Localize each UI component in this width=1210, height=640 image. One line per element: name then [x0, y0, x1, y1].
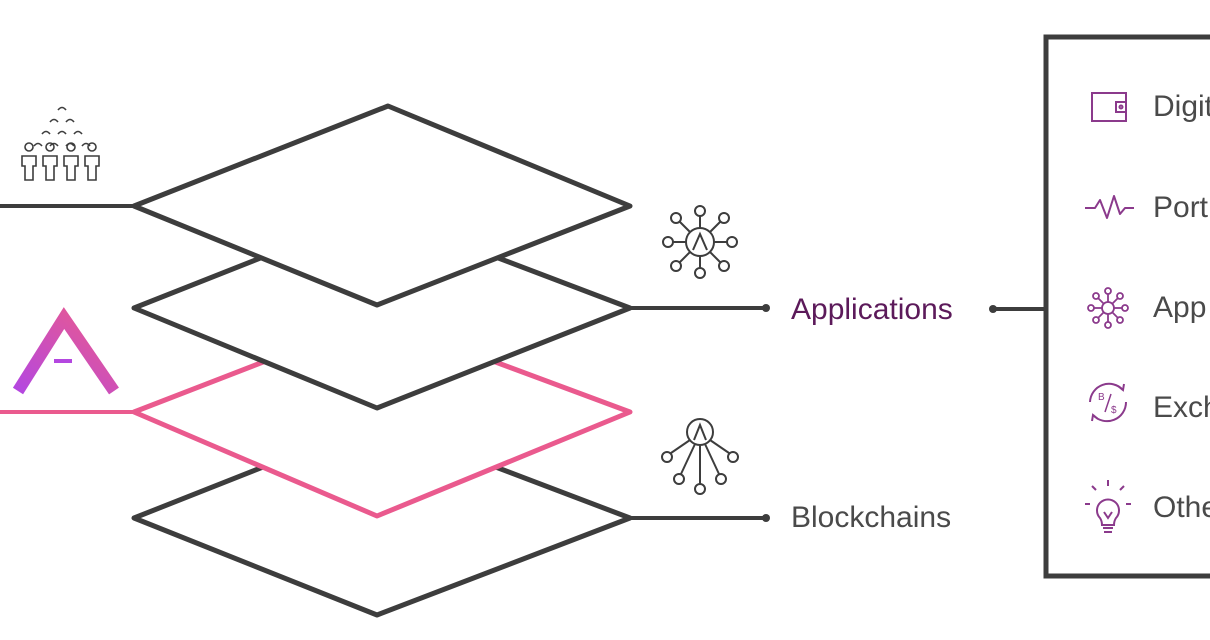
applications-layer — [131, 209, 633, 411]
users-layer — [131, 103, 633, 308]
blockchains-connector-dot — [762, 514, 770, 522]
panel-item-exchange: Exch — [1153, 391, 1210, 424]
a-logo-icon — [12, 307, 119, 395]
panel-item-applications: App — [1153, 291, 1207, 324]
panel-item-portfolio: Port — [1153, 191, 1209, 224]
lightbulb-icon — [1085, 480, 1131, 533]
svg-text:B: B — [1098, 392, 1105, 403]
network-tree-icon — [661, 418, 739, 495]
wallet-icon — [1091, 92, 1127, 122]
currency-exchange-icon: B $ — [1089, 382, 1128, 423]
applications-label: Applications — [791, 293, 953, 326]
blockchains-label: Blockchains — [791, 501, 952, 534]
network-icon — [662, 205, 738, 279]
apps-panel-frame — [1043, 34, 1210, 579]
blockchains-layer — [131, 419, 633, 618]
crowd-icon — [21, 106, 100, 181]
panel-item-other: Othe — [1153, 491, 1210, 524]
panel-item-digital: Digit — [1153, 90, 1210, 123]
pulse-icon — [1085, 195, 1134, 219]
svg-text:$: $ — [1111, 405, 1117, 416]
applications-connector-dot — [762, 304, 770, 312]
network-hub-icon — [1087, 287, 1129, 329]
protocol-layer — [131, 315, 633, 519]
